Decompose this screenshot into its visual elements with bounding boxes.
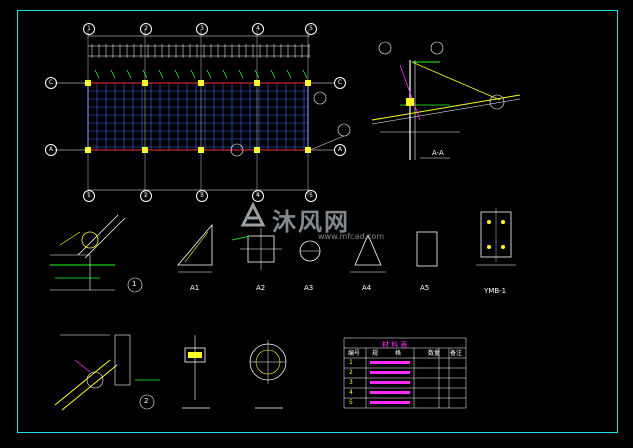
part-label-a1: A1: [190, 284, 200, 292]
table-row-spec-bar: [370, 381, 410, 384]
watermark-url: www.mfcad.com: [318, 232, 385, 241]
table-header-spec2: 格: [395, 350, 402, 357]
table-row-number: 3: [349, 379, 353, 386]
axis-bubble-3-top: 3: [196, 23, 208, 35]
table-row-number: 2: [349, 369, 353, 376]
green-tick: [286, 69, 292, 79]
table-header-note: 备注: [450, 350, 463, 357]
axis-bubble-2-top: 2: [140, 23, 152, 35]
part-a5: [416, 231, 438, 267]
part-label-a4: A4: [362, 284, 372, 292]
table-row-spec-bar: [370, 371, 410, 374]
axis-bubble-2-bottom: 2: [140, 190, 152, 202]
axis-bubble-5-bottom: 5: [305, 190, 317, 202]
axis-bubble-1-top: 1: [83, 23, 95, 35]
detail-1: [50, 214, 143, 293]
part-a2: [240, 228, 282, 270]
material-table-lines: [343, 337, 467, 409]
part-a4: [350, 233, 386, 273]
axis-bubble-4-bottom: 4: [252, 190, 264, 202]
ymb-1-plate: [476, 208, 516, 266]
part-label-a5: A5: [420, 284, 430, 292]
green-tick: [190, 69, 196, 79]
green-tick: [254, 69, 260, 79]
green-tick: [142, 69, 148, 79]
watermark-logo: [238, 200, 268, 230]
green-tick: [270, 69, 276, 79]
watermark-brand: 沐风网: [272, 208, 350, 236]
axis-bubble-1-bottom: 1: [83, 190, 95, 202]
bolt-detail-right: [249, 340, 287, 409]
green-tick: [302, 69, 308, 79]
section-aa: [371, 41, 521, 160]
green-tick: [110, 69, 116, 79]
part-a1: [177, 223, 213, 273]
green-tick: [222, 69, 228, 79]
table-title: 材 料 表: [382, 341, 408, 349]
green-tick: [94, 69, 100, 79]
part-a3: [299, 240, 321, 262]
axis-bubble-3-bottom: 3: [196, 190, 208, 202]
plan-view: [55, 30, 351, 196]
table-header-spec1: 规: [372, 350, 379, 357]
section-label: A-A: [432, 149, 444, 157]
part-label-a3: A3: [304, 284, 314, 292]
table-header-qty: 数量: [428, 350, 441, 357]
detail-2: [54, 334, 160, 411]
green-tick: [206, 69, 212, 79]
table-row-number: 5: [349, 399, 353, 406]
axis-bubble-c-left: C: [45, 77, 57, 89]
axis-bubble-a-left: A: [45, 144, 57, 156]
axis-bubble-4-top: 4: [252, 23, 264, 35]
table-row-spec-bar: [370, 391, 410, 394]
table-header-no: 编号: [348, 350, 361, 357]
axis-bubble-5-top: 5: [305, 23, 317, 35]
table-row-number: 1: [349, 359, 353, 366]
detail-1-number: 1: [132, 280, 137, 288]
table-row-number: 4: [349, 389, 353, 396]
bolt-detail-left: [182, 335, 210, 409]
ymb-label: YMB-1: [484, 287, 507, 295]
table-row-spec-bar: [370, 361, 410, 364]
detail-2-number: 2: [144, 397, 149, 405]
green-tick: [126, 69, 132, 79]
axis-bubble-a-right: A: [334, 144, 346, 156]
axis-bubble-c-right: C: [334, 77, 346, 89]
drawing-border: [17, 10, 618, 433]
green-tick: [174, 69, 180, 79]
green-tick: [238, 69, 244, 79]
green-tick: [158, 69, 164, 79]
table-row-spec-bar: [370, 401, 410, 404]
part-label-a2: A2: [256, 284, 266, 292]
